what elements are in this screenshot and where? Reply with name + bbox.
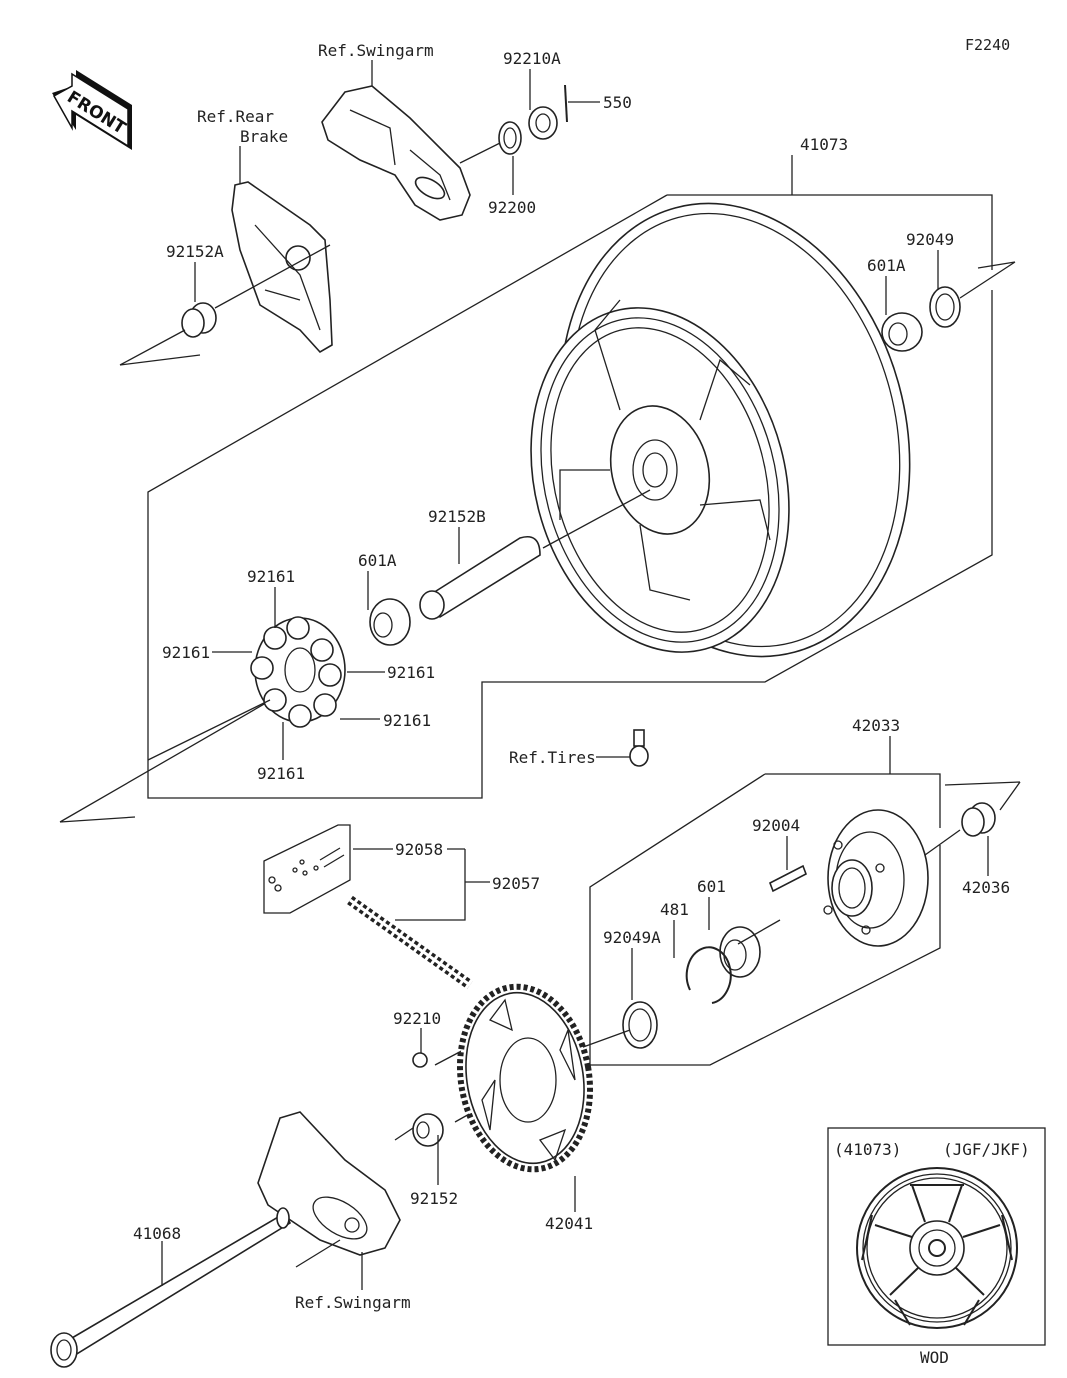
group-41073-bracket: 41073	[59, 135, 993, 823]
part-601[interactable]: 601	[697, 877, 781, 978]
part-92049[interactable]: 92049	[906, 230, 1016, 328]
label-ref-swingarm-bottom: Ref.Swingarm	[295, 1293, 411, 1312]
part-41068-axle[interactable]: 41068	[50, 1207, 292, 1368]
label-92057: 92057	[492, 874, 540, 893]
inset-part-ref: (41073)	[834, 1140, 901, 1159]
wheel-41073[interactable]	[494, 164, 959, 696]
label-92049: 92049	[906, 230, 954, 249]
part-42033-hub[interactable]	[823, 809, 961, 947]
label-ref-tires: Ref.Tires	[509, 748, 596, 767]
label-42041: 42041	[545, 1214, 593, 1233]
ref-rear-brake[interactable]: Ref.Rear Brake	[197, 107, 333, 354]
part-42036[interactable]: 42036	[944, 781, 1021, 897]
label-92049A: 92049A	[603, 928, 661, 947]
part-481[interactable]: 481	[660, 900, 732, 1004]
ref-tires-valve[interactable]: Ref.Tires	[509, 729, 649, 767]
label-92161-top: 92161	[247, 567, 295, 586]
ref-swingarm-bottom[interactable]: Ref.Swingarm	[257, 1111, 411, 1312]
label-41068: 41068	[133, 1224, 181, 1243]
label-92161-right1: 92161	[387, 663, 435, 682]
part-92057-chain[interactable]: 92057	[347, 849, 540, 990]
part-92152A[interactable]: 92152A	[119, 242, 331, 366]
label-92210: 92210	[393, 1009, 441, 1028]
label-42036: 42036	[962, 878, 1010, 897]
label-92161-bottom: 92161	[257, 764, 305, 783]
label-550: 550	[603, 93, 632, 112]
inset-caption: WOD	[920, 1348, 949, 1367]
part-92049A[interactable]: 92049A	[574, 928, 661, 1051]
part-92200[interactable]: 92200	[459, 121, 536, 217]
part-92004[interactable]: 92004	[752, 816, 807, 893]
label-41073: 41073	[800, 135, 848, 154]
part-92058-joint[interactable]: 92058	[263, 824, 465, 914]
label-601: 601	[697, 877, 726, 896]
label-92152B: 92152B	[428, 507, 486, 526]
part-42041-sprocket[interactable]: 42041	[446, 976, 604, 1233]
label-92004: 92004	[752, 816, 800, 835]
inset-wheel-variant[interactable]: (41073) (JGF/JKF) WOD	[827, 1127, 1046, 1367]
part-92210A[interactable]: 92210A	[503, 49, 561, 140]
label-481: 481	[660, 900, 689, 919]
label-92210A: 92210A	[503, 49, 561, 68]
front-arrow-icon: FRONT	[52, 70, 132, 150]
group-42033-bracket: 42033	[589, 716, 941, 1066]
label-601A-left: 601A	[358, 551, 397, 570]
label-92161-right2: 92161	[383, 711, 431, 730]
label-92161-left: 92161	[162, 643, 210, 662]
part-92152B[interactable]: 92152B	[419, 489, 651, 620]
part-550[interactable]: 550	[564, 84, 632, 123]
part-601A-left[interactable]: 601A	[358, 551, 411, 646]
label-92152A: 92152A	[166, 242, 224, 261]
label-ref-swingarm-top: Ref.Swingarm	[318, 41, 434, 60]
inset-variant: (JGF/JKF)	[943, 1140, 1030, 1159]
ref-swingarm-top[interactable]: Ref.Swingarm	[318, 41, 471, 221]
label-92152: 92152	[410, 1189, 458, 1208]
label-92058: 92058	[395, 840, 443, 859]
label-ref-rear-1: Ref.Rear	[197, 107, 274, 126]
part-601A-right[interactable]: 601A	[867, 256, 923, 352]
label-92200: 92200	[488, 198, 536, 217]
part-92210[interactable]: 92210	[393, 1009, 506, 1068]
label-601A-right: 601A	[867, 256, 906, 275]
label-ref-rear-2: Brake	[240, 127, 288, 146]
label-42033: 42033	[852, 716, 900, 735]
part-92161-damper[interactable]	[147, 616, 346, 761]
figure-code: F2240	[965, 36, 1010, 54]
